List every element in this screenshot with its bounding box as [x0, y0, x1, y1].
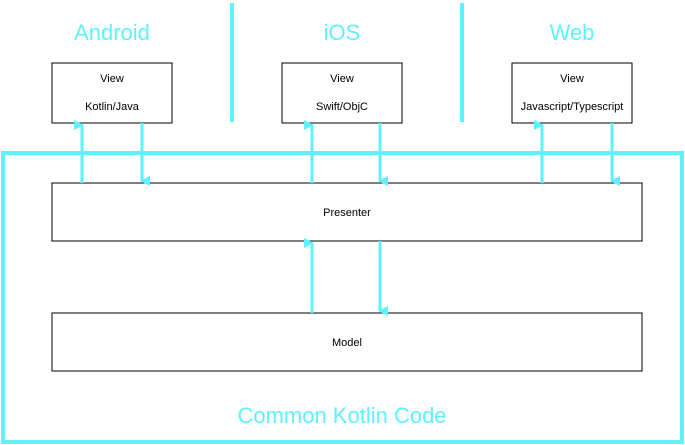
android-view-lang: Kotlin/Java — [85, 101, 140, 113]
presenter-label: Presenter — [323, 207, 371, 219]
web-view-lang: Javascript/Typescript — [521, 101, 624, 113]
android-view-title: View — [100, 73, 124, 85]
ios-view-title: View — [330, 73, 354, 85]
presenter-box — [51, 182, 643, 242]
platform-title-web: Web — [550, 20, 595, 45]
model-box — [51, 312, 643, 372]
common-kotlin-label: Common Kotlin Code — [237, 403, 446, 428]
platform-title-ios: iOS — [324, 20, 361, 45]
web-view-box — [511, 62, 633, 124]
model-label: Model — [332, 337, 362, 349]
platform-title-android: Android — [74, 20, 150, 45]
ios-view-box — [281, 62, 403, 124]
common-kotlin-container — [1, 151, 684, 444]
web-view-title: View — [560, 73, 584, 85]
ios-view-lang: Swift/ObjC — [316, 101, 368, 113]
android-view-box — [51, 62, 173, 124]
